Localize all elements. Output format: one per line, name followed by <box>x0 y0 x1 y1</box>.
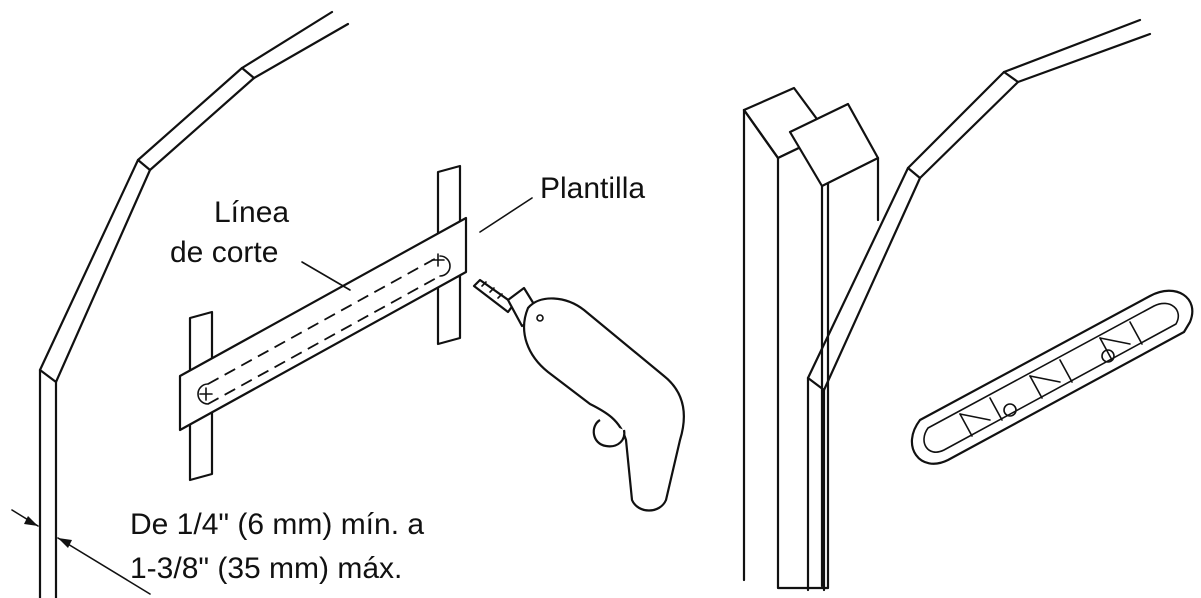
dimension-arrows <box>11 509 151 595</box>
distance-label-2: 1-3/8" (35 mm) máx. <box>130 552 402 585</box>
distance-label-1: De 1/4" (6 mm) mín. a <box>130 508 424 541</box>
screw-head-right <box>1101 349 1115 363</box>
catch-ribs <box>959 321 1143 437</box>
cut-line <box>207 255 441 405</box>
catch-bracket-icon <box>910 289 1194 465</box>
template-strip <box>178 216 468 432</box>
right-door-edge <box>806 18 1152 592</box>
drill-icon <box>472 278 685 512</box>
screw-mark-left <box>199 387 213 401</box>
frame-post <box>742 86 880 590</box>
cut-line-label-1: Línea <box>214 196 289 229</box>
cut-line-label-2: de corte <box>170 236 278 269</box>
cut-line-leader <box>301 261 351 291</box>
screw-mark-right <box>431 253 445 267</box>
right-panel <box>742 18 1194 592</box>
left-panel: Plantilla Línea de corte De 1/4" (6 mm) … <box>11 10 685 598</box>
door-edge <box>38 10 350 598</box>
template-leader <box>479 197 533 233</box>
template-label: Plantilla <box>540 172 645 205</box>
screw-head-left <box>1003 403 1017 417</box>
